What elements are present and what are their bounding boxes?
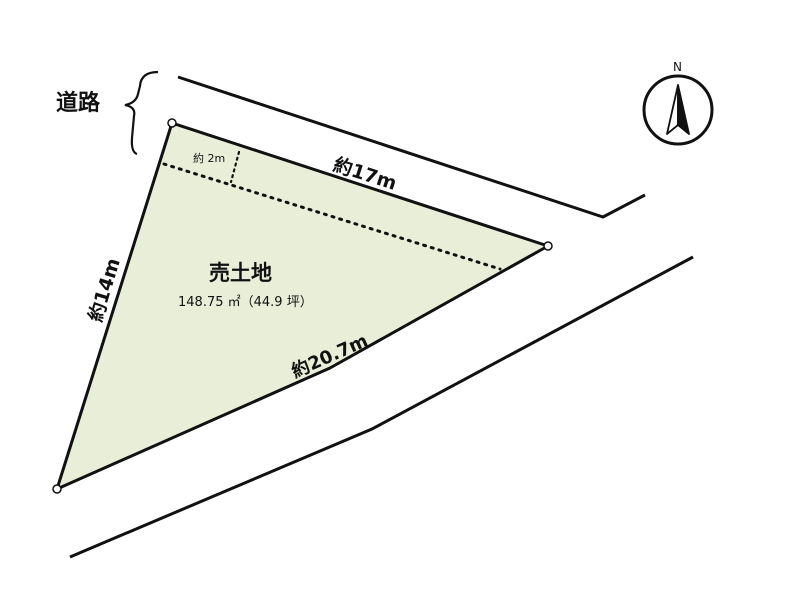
road-bottom-boundary [69,255,694,559]
lot-area: 148.75 ㎡（44.9 坪） [178,295,313,310]
setback-line [162,162,502,271]
corner-marker [543,241,553,251]
road-label: 道路 [56,90,101,116]
north-label: N [673,60,682,74]
corner-marker [52,484,62,494]
lot-polygon [55,121,550,491]
road-bracket [124,70,159,156]
corner-marker [167,118,177,128]
setback-dimension-label: 約 2m [193,151,225,165]
lot-title: 売土地 [209,261,272,285]
north-arrow-icon [642,74,714,146]
road-top-boundary [177,75,646,219]
setback-width-line [229,150,241,184]
